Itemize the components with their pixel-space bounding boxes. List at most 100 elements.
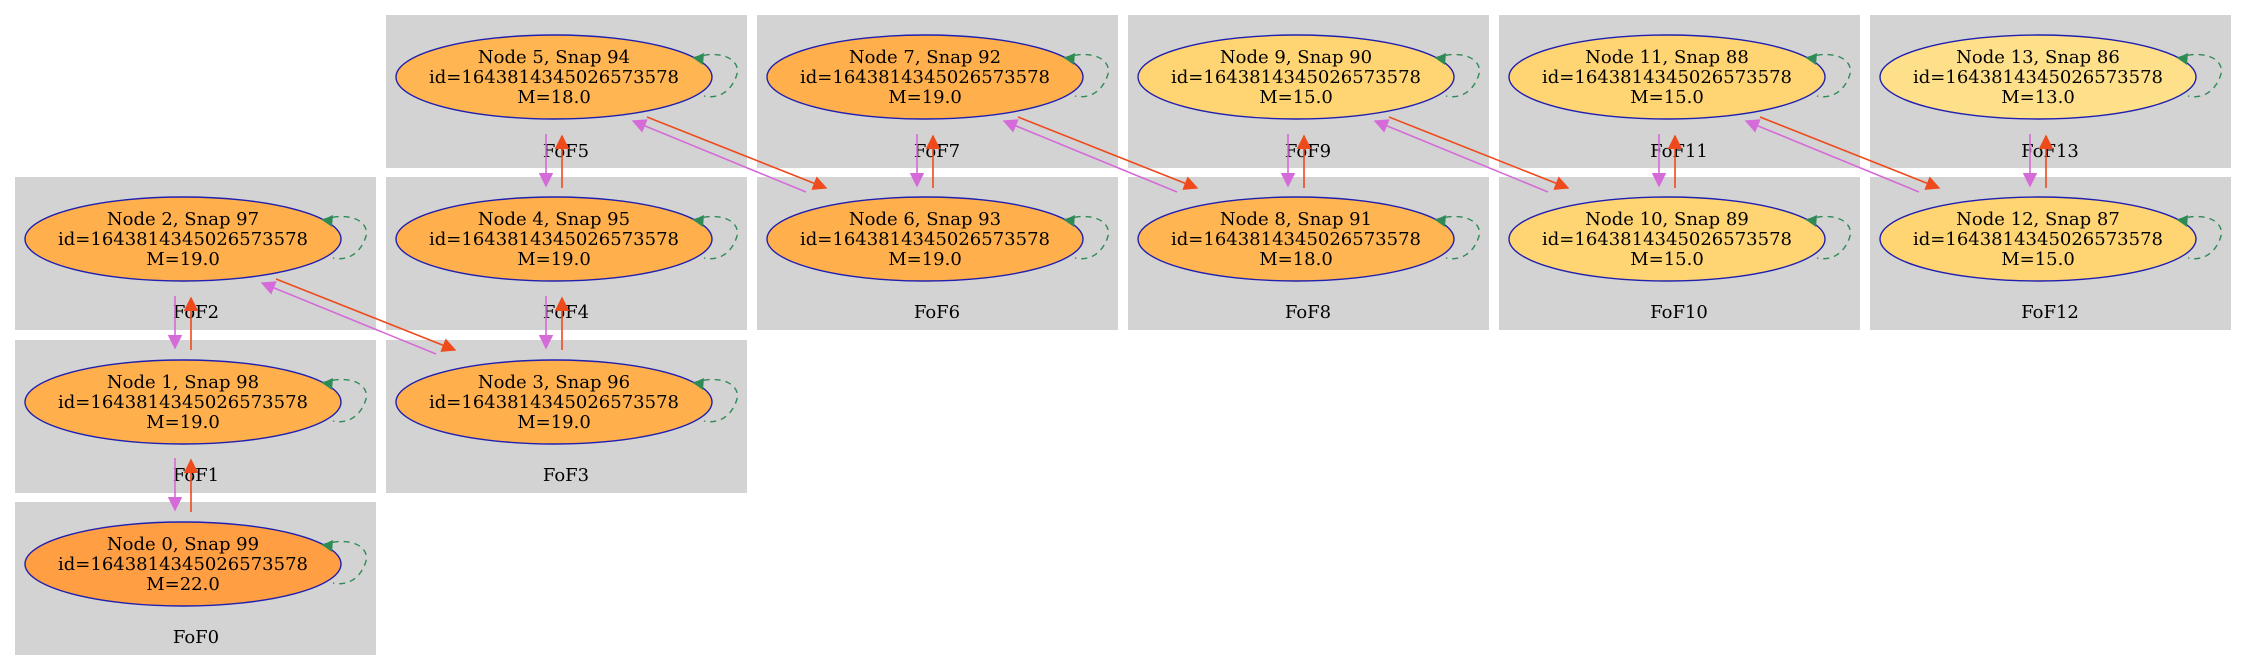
self-loop-arrowhead-node8 <box>1435 215 1446 227</box>
node-9[interactable]: Node 9, Snap 90 id=1643814345026573578 M… <box>1137 34 1481 120</box>
node-mass: M=22.0 <box>146 574 220 595</box>
node-id: id=1643814345026573578 <box>1542 67 1792 88</box>
node-title: Node 2, Snap 97 <box>107 209 259 230</box>
node-10[interactable]: Node 10, Snap 89 id=1643814345026573578 … <box>1508 196 1852 282</box>
node-id: id=1643814345026573578 <box>1913 67 2163 88</box>
self-loop-node6 <box>1063 215 1110 260</box>
cluster-label-fof12: FoF12 <box>2021 302 2079 323</box>
cluster-label-fof6: FoF6 <box>914 302 960 323</box>
node-title: Node 13, Snap 86 <box>1956 47 2120 68</box>
node-mass: M=13.0 <box>2001 87 2075 108</box>
edge-node12-to-node11 <box>1744 119 1920 193</box>
self-loop-node11 <box>1805 53 1852 98</box>
self-loop-node9 <box>1434 53 1481 98</box>
node-id: id=1643814345026573578 <box>429 392 679 413</box>
self-loop-arrowhead-node2 <box>322 215 333 227</box>
edge-node3-to-node2 <box>260 281 437 355</box>
cluster-label-fof2: FoF2 <box>173 302 219 323</box>
cluster-label-fof11: FoF11 <box>1650 141 1708 162</box>
self-loop-node12 <box>2176 215 2223 260</box>
node-mass: M=19.0 <box>888 87 962 108</box>
node-mass: M=19.0 <box>517 412 591 433</box>
edge-node11-to-node12 <box>1759 116 1941 190</box>
node-mass: M=15.0 <box>1630 249 1704 270</box>
diagonal-edges <box>260 116 1941 355</box>
node-3[interactable]: Node 3, Snap 96 id=1643814345026573578 M… <box>395 359 739 445</box>
cluster-label-fof13: FoF13 <box>2021 141 2079 162</box>
node-mass: M=19.0 <box>517 249 591 270</box>
self-loop-arrowhead-node0 <box>322 540 333 552</box>
node-mass: M=15.0 <box>1259 87 1333 108</box>
node-title: Node 3, Snap 96 <box>478 372 630 393</box>
node-title: Node 4, Snap 95 <box>478 209 630 230</box>
node-title: Node 1, Snap 98 <box>107 372 259 393</box>
self-loop-arrowhead-node10 <box>1806 215 1817 227</box>
edge-node6-to-node5 <box>631 119 807 193</box>
node-7[interactable]: Node 7, Snap 92 id=1643814345026573578 M… <box>766 34 1110 120</box>
edge-node2-to-node3 <box>275 278 457 352</box>
cluster-label-fof9: FoF9 <box>1285 141 1331 162</box>
node-11[interactable]: Node 11, Snap 88 id=1643814345026573578 … <box>1508 34 1852 120</box>
cluster-label-fof8: FoF8 <box>1285 302 1331 323</box>
self-loop-node3 <box>692 378 739 423</box>
node-id: id=1643814345026573578 <box>800 229 1050 250</box>
vertical-edges <box>167 134 2054 512</box>
node-id: id=1643814345026573578 <box>429 229 679 250</box>
cluster-label-fof3: FoF3 <box>543 465 589 486</box>
self-loop-arrowhead-node12 <box>2177 215 2188 227</box>
node-12[interactable]: Node 12, Snap 87 id=1643814345026573578 … <box>1879 196 2223 282</box>
node-1[interactable]: Node 1, Snap 98 id=1643814345026573578 M… <box>24 359 368 445</box>
self-loop-arrowhead-node3 <box>693 378 704 390</box>
cluster-label-fof7: FoF7 <box>914 141 960 162</box>
self-loop-node7 <box>1063 53 1110 98</box>
node-8[interactable]: Node 8, Snap 91 id=1643814345026573578 M… <box>1137 196 1481 282</box>
cluster-label-fof4: FoF4 <box>543 302 589 323</box>
node-5[interactable]: Node 5, Snap 94 id=1643814345026573578 M… <box>395 34 739 120</box>
self-loop-node4 <box>692 215 739 260</box>
node-title: Node 5, Snap 94 <box>478 47 630 68</box>
node-title: Node 9, Snap 90 <box>1220 47 1372 68</box>
node-title: Node 11, Snap 88 <box>1585 47 1749 68</box>
cluster-label-fof0: FoF0 <box>173 627 219 648</box>
node-0[interactable]: Node 0, Snap 99 id=1643814345026573578 M… <box>24 521 368 607</box>
node-id: id=1643814345026573578 <box>1542 229 1792 250</box>
cluster-label-fof10: FoF10 <box>1650 302 1708 323</box>
node-mass: M=19.0 <box>146 412 220 433</box>
cluster-label-fof1: FoF1 <box>173 465 219 486</box>
self-loop-arrowhead-node11 <box>1806 53 1817 65</box>
node-id: id=1643814345026573578 <box>1171 229 1421 250</box>
node-id: id=1643814345026573578 <box>1913 229 2163 250</box>
node-id: id=1643814345026573578 <box>58 554 308 575</box>
edge-node8-to-node7 <box>1002 119 1178 193</box>
self-loop-arrowhead-node5 <box>693 53 704 65</box>
self-loop-node13 <box>2176 53 2223 98</box>
node-mass: M=19.0 <box>146 249 220 270</box>
self-loop-arrowhead-node13 <box>2177 53 2188 65</box>
node-title: Node 6, Snap 93 <box>849 209 1001 230</box>
node-4[interactable]: Node 4, Snap 95 id=1643814345026573578 M… <box>395 196 739 282</box>
edge-node7-to-node8 <box>1017 116 1199 190</box>
self-loop-arrowhead-node7 <box>1064 53 1075 65</box>
node-mass: M=15.0 <box>2001 249 2075 270</box>
node-id: id=1643814345026573578 <box>429 67 679 88</box>
self-loop-node2 <box>321 215 368 260</box>
node-id: id=1643814345026573578 <box>800 67 1050 88</box>
node-2[interactable]: Node 2, Snap 97 id=1643814345026573578 M… <box>24 196 368 282</box>
node-mass: M=19.0 <box>888 249 962 270</box>
node-title: Node 12, Snap 87 <box>1956 209 2120 230</box>
node-title: Node 8, Snap 91 <box>1220 209 1372 230</box>
self-loop-node10 <box>1805 215 1852 260</box>
self-loop-node8 <box>1434 215 1481 260</box>
node-6[interactable]: Node 6, Snap 93 id=1643814345026573578 M… <box>766 196 1110 282</box>
self-loop-arrowhead-node1 <box>322 378 333 390</box>
edge-node10-to-node9 <box>1373 119 1549 193</box>
node-id: id=1643814345026573578 <box>1171 67 1421 88</box>
node-mass: M=18.0 <box>1259 249 1333 270</box>
node-id: id=1643814345026573578 <box>58 229 308 250</box>
self-loop-arrowhead-node4 <box>693 215 704 227</box>
self-loop-arrowhead-node6 <box>1064 215 1075 227</box>
node-mass: M=18.0 <box>517 87 591 108</box>
edge-node5-to-node6 <box>646 116 828 190</box>
node-13[interactable]: Node 13, Snap 86 id=1643814345026573578 … <box>1879 34 2223 120</box>
